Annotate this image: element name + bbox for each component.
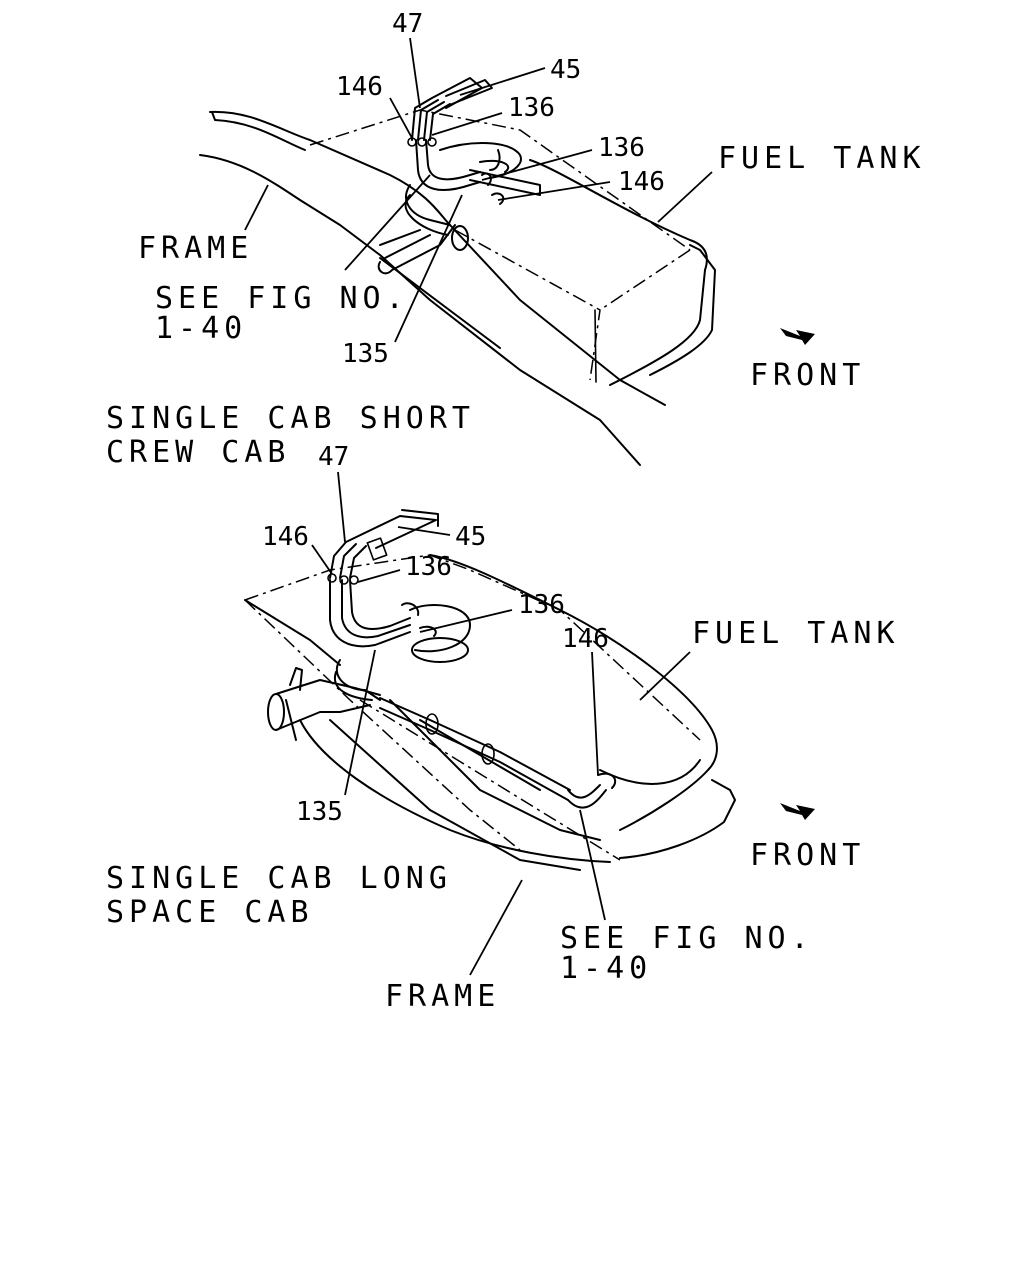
callout-45: 45 xyxy=(550,55,581,85)
callout-136: 136 xyxy=(508,93,555,123)
callout-136: 136 xyxy=(518,590,565,620)
variant-label-line1: SINGLE CAB LONG xyxy=(106,861,452,896)
callout-45: 45 xyxy=(455,522,486,552)
top-fuel-hoses xyxy=(377,139,505,275)
callout-47: 47 xyxy=(392,9,423,39)
label-front: FRONT xyxy=(750,838,865,873)
callout-146: 146 xyxy=(262,522,309,552)
variant-label-line1: SINGLE CAB SHORT xyxy=(106,401,475,436)
callout-136: 136 xyxy=(598,133,645,163)
bottom-diagram: 47 45 146 136 136 146 135 FUEL TANK FRON… xyxy=(106,442,900,1014)
top-pipe-bundle xyxy=(407,77,493,147)
label-frame: FRAME xyxy=(385,979,500,1014)
callout-135: 135 xyxy=(342,339,389,369)
label-see-fig-number: 1-40 xyxy=(155,311,247,346)
bottom-callouts: 47 45 146 136 136 146 135 xyxy=(262,442,691,976)
bottom-frame-rail xyxy=(329,699,601,871)
callout-146: 146 xyxy=(562,624,609,654)
top-callouts: 47 45 146 136 136 146 135 xyxy=(244,9,713,369)
front-arrow-icon xyxy=(780,328,815,345)
bottom-fuel-hoses xyxy=(329,579,617,809)
callout-146: 146 xyxy=(618,167,665,197)
label-see-fig: SEE FIG NO. xyxy=(560,921,814,956)
label-front: FRONT xyxy=(750,358,865,393)
front-arrow-icon xyxy=(780,803,815,820)
variant-label-line2: CREW CAB xyxy=(106,435,291,470)
label-fuel-tank: FUEL TANK xyxy=(692,616,900,651)
label-see-fig-number: 1-40 xyxy=(560,951,652,986)
callout-136: 136 xyxy=(405,552,452,582)
top-diagram: 47 45 146 136 136 146 135 FUEL TANK FRAM… xyxy=(106,9,926,470)
label-see-fig: SEE FIG NO. xyxy=(155,281,409,316)
callout-146: 146 xyxy=(336,72,383,102)
top-frame-rail xyxy=(199,110,666,466)
callout-135: 135 xyxy=(296,797,343,827)
callout-47: 47 xyxy=(318,442,349,472)
bottom-sender-unit xyxy=(401,602,471,663)
top-fuel-tank xyxy=(309,109,716,386)
variant-label-line2: SPACE CAB xyxy=(106,895,314,930)
bottom-pipe-bundle xyxy=(327,509,439,585)
label-fuel-tank: FUEL TANK xyxy=(718,141,926,176)
label-frame: FRAME xyxy=(138,231,253,266)
